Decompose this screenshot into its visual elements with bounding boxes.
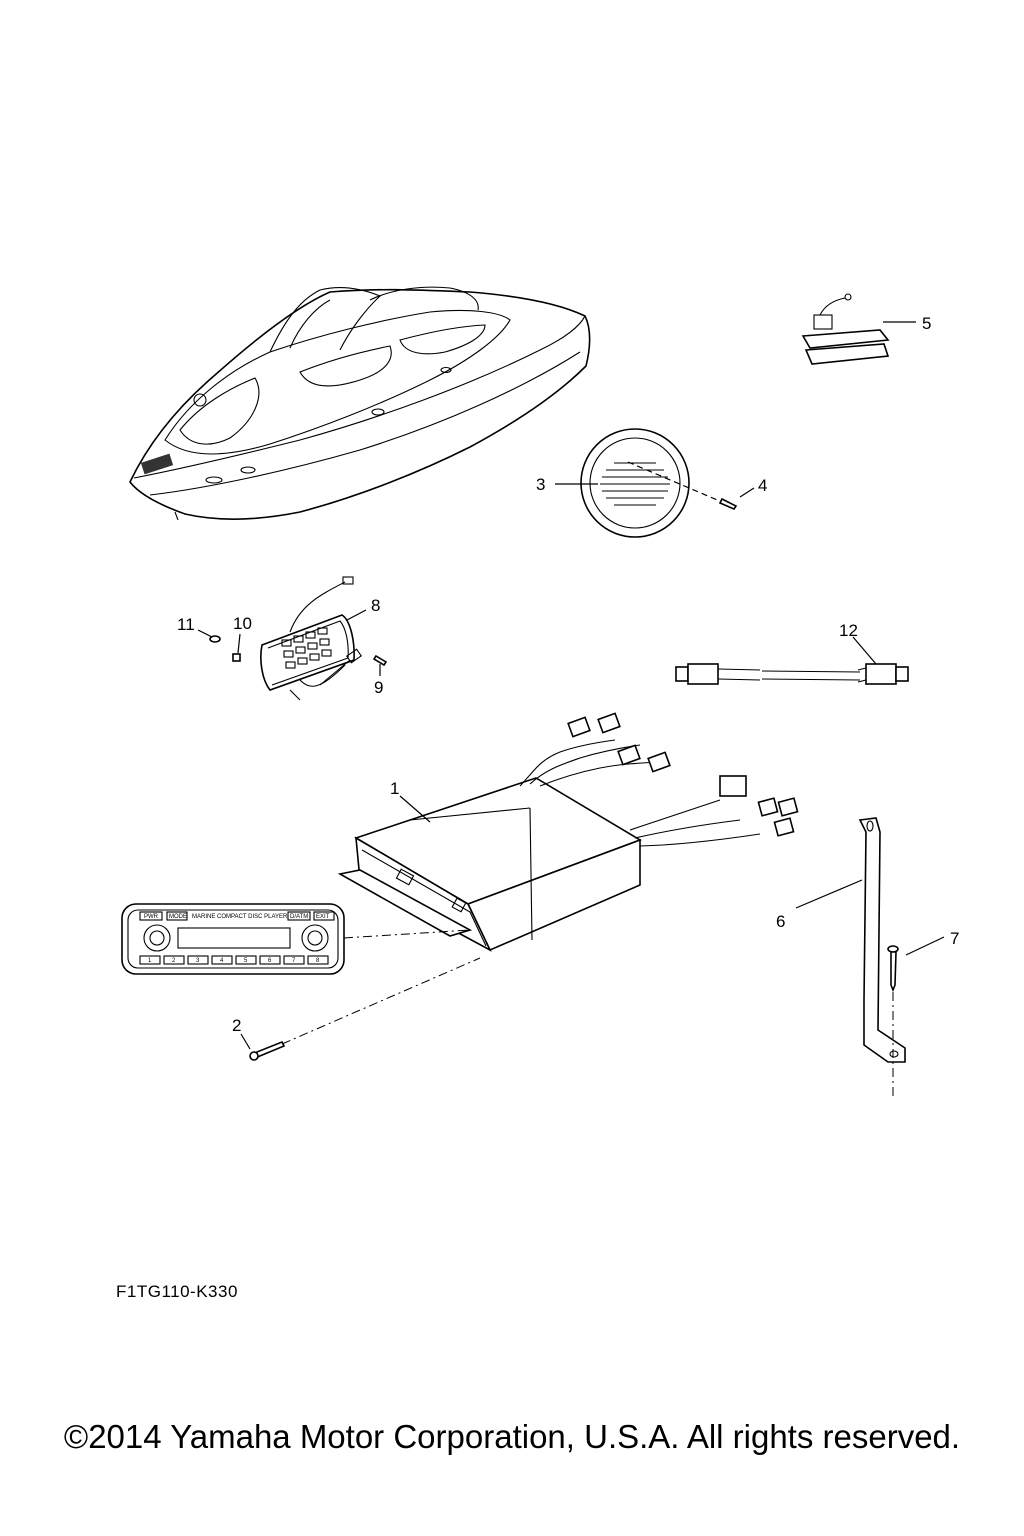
face-btn-mode: MODE — [169, 914, 187, 920]
part-2-screw — [249, 1040, 286, 1061]
part-4-screw — [718, 497, 738, 510]
callout-11: 11 — [177, 615, 195, 634]
face-brand-text: MARINE COMPACT DISC PLAYER — [192, 914, 288, 920]
part-12-cable — [675, 663, 909, 685]
callout-9: 9 — [374, 678, 383, 697]
callout-3: 3 — [536, 475, 545, 494]
part-9-screw — [372, 654, 388, 667]
part-5-switch — [801, 293, 890, 365]
boat-illustration — [129, 286, 591, 521]
face-btn-3: 3 — [196, 958, 200, 964]
callout-1: 1 — [390, 779, 399, 798]
part-1-head-unit — [337, 712, 799, 952]
part-7-screw — [887, 945, 899, 993]
drawing-code: F1TG110-K330 — [116, 1282, 238, 1301]
face-btn-4: 4 — [220, 958, 224, 964]
copyright-notice: ©2014 Yamaha Motor Corporation, U.S.A. A… — [63, 1418, 961, 1455]
callout-2: 2 — [232, 1016, 241, 1035]
part-11-washer — [209, 635, 221, 643]
face-btn-exit: EXIT — [316, 914, 330, 920]
head-unit-faceplate: PWR MODE D/ATM EXIT MARINE COMPACT DISC … — [121, 903, 345, 975]
callout-12: 12 — [839, 621, 858, 640]
part-8-remote-panel — [260, 576, 362, 701]
part-10-nut — [232, 653, 241, 662]
face-btn-5: 5 — [244, 958, 248, 964]
face-btn-1: 1 — [148, 958, 152, 964]
callout-7: 7 — [950, 929, 959, 948]
face-btn-6: 6 — [268, 958, 272, 964]
callout-10: 10 — [233, 614, 252, 633]
face-btn-8: 8 — [316, 958, 320, 964]
part-3-speaker — [580, 428, 690, 538]
face-btn-pwr: PWR — [144, 914, 159, 920]
face-btn-datm: D/ATM — [290, 914, 308, 920]
callout-6: 6 — [776, 912, 785, 931]
callout-4: 4 — [758, 476, 767, 495]
face-btn-2: 2 — [172, 958, 176, 964]
callout-5: 5 — [922, 314, 931, 333]
face-btn-7: 7 — [292, 958, 296, 964]
callout-8: 8 — [371, 596, 380, 615]
part-6-bracket — [858, 817, 906, 1063]
